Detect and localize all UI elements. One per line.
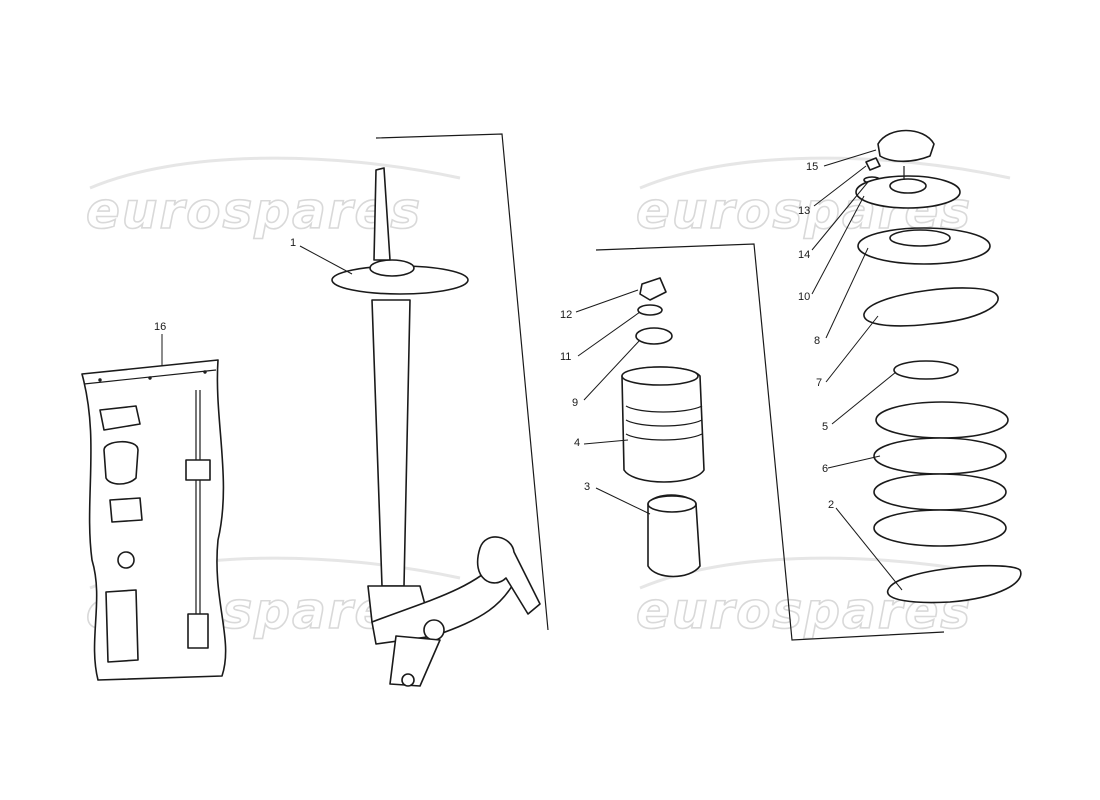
callout-16: 16 [154,321,166,333]
part-13-nut [865,157,881,171]
callout-14: 14 [798,249,810,261]
callout-3: 3 [584,481,590,493]
callouts: 1 2 3 4 5 6 7 8 9 10 11 12 13 14 15 16 [154,161,834,511]
part-3-bump-stop [647,494,701,578]
callout-12: 12 [560,309,572,321]
callout-8: 8 [814,335,820,347]
leader-lines [161,149,903,591]
watermarks: eurospares eurospares eurospares eurospa… [85,156,1011,641]
callout-4: 4 [574,437,580,449]
part-4-dust-boot [621,366,705,483]
group-frame-left [375,133,549,631]
part-16-repair-kit [81,359,227,681]
part-11-washer [637,304,663,316]
part-8-spring-seat [857,227,991,265]
callout-9: 9 [572,397,578,409]
callout-13: 13 [798,205,810,217]
callout-6: 6 [822,463,828,475]
part-1-strut-assembly [331,167,541,687]
callout-2: 2 [828,499,834,511]
group-frame-right [595,243,945,641]
part-2-lower-insulator [887,564,1022,604]
part-15-top-cap [877,129,935,163]
callout-1: 1 [290,237,296,249]
part-5-spring-pad [893,360,959,380]
callout-7: 7 [816,377,822,389]
part-12-nut [639,277,667,301]
callout-15: 15 [806,161,818,173]
part-10-top-mount [855,166,961,209]
part-9-spacer [635,327,673,345]
callout-5: 5 [822,421,828,433]
watermark-top-left: eurospares [86,182,422,240]
callout-11: 11 [560,351,571,363]
part-6-coil-spring [873,401,1009,547]
callout-10: 10 [798,291,810,303]
part-7-upper-insulator [863,287,999,327]
